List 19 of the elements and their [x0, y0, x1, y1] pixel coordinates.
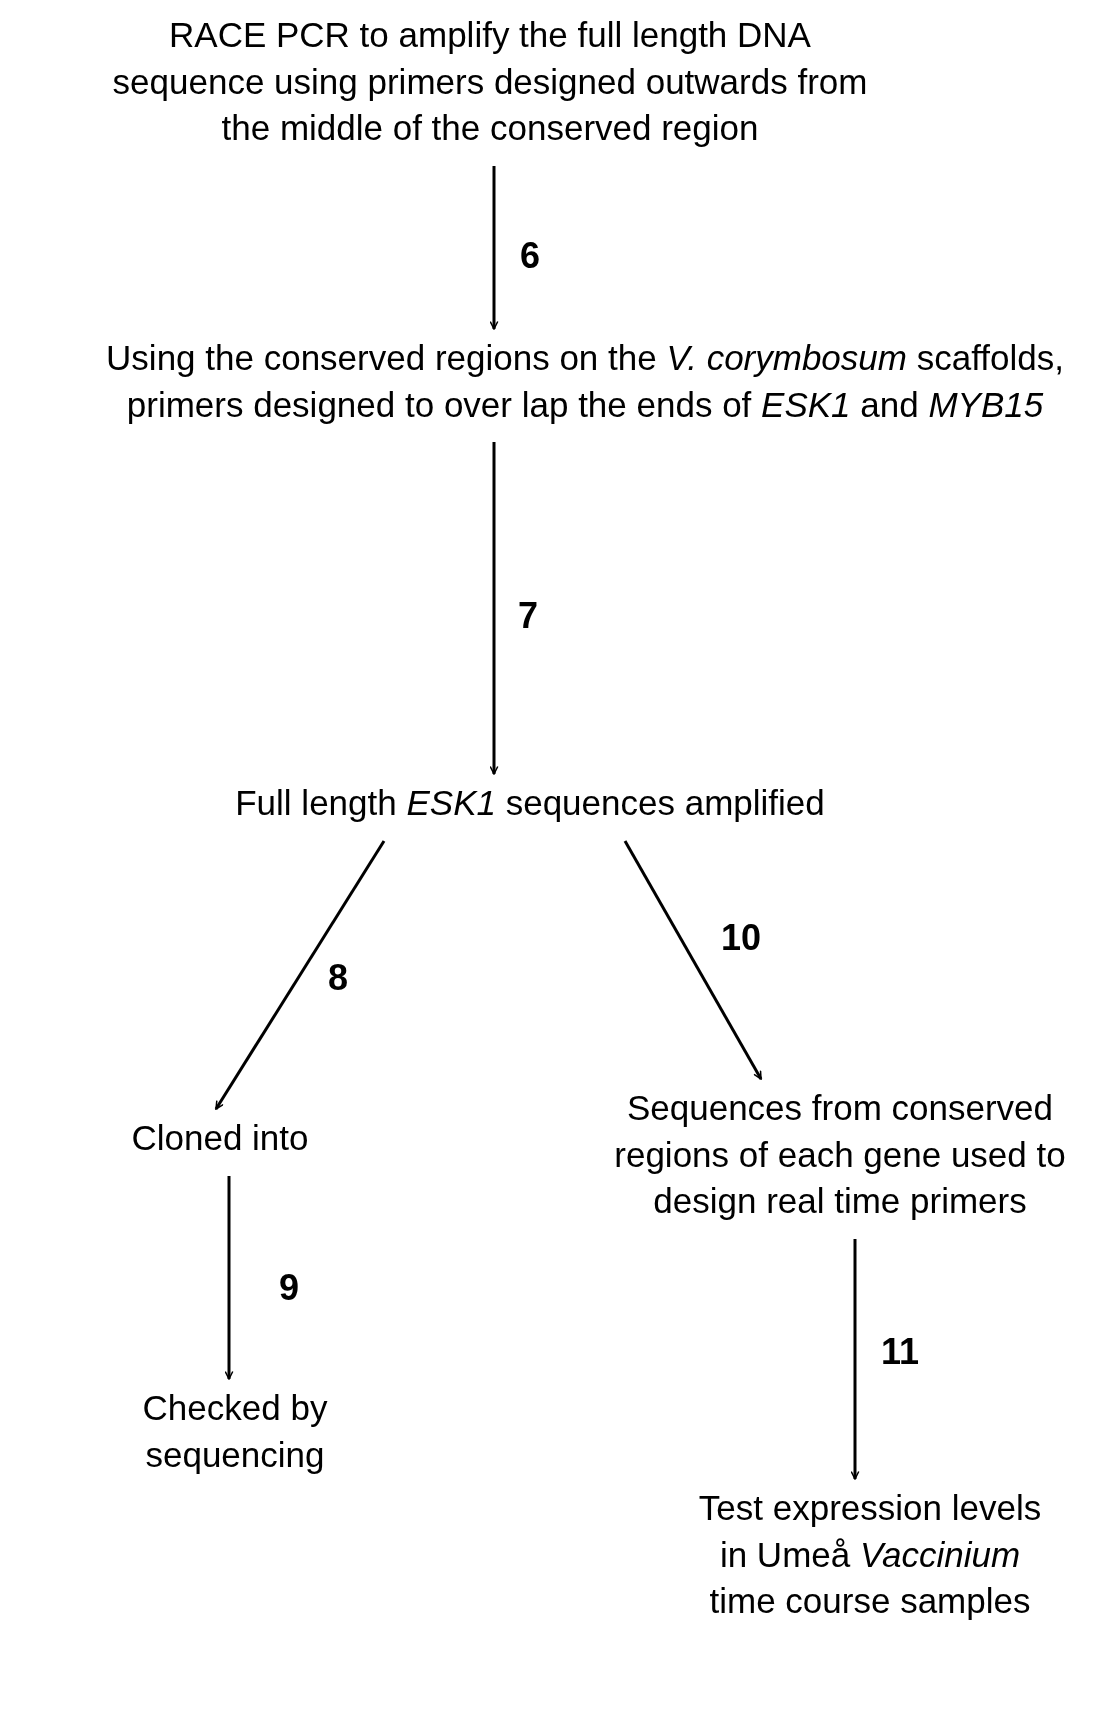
step-text: RACE PCR to amplify the full length DNA sequence using primers designed outwards from the middle of the conserved region [110, 12, 870, 152]
arrow [214, 840, 386, 1110]
arrow [224, 1176, 234, 1380]
arrow [623, 840, 763, 1080]
step-number: 7 [518, 598, 539, 634]
step-number: 8 [328, 960, 349, 996]
step-number: 11 [881, 1334, 920, 1370]
step-number: 10 [721, 920, 762, 956]
arrow [489, 166, 499, 330]
step-number: 9 [279, 1269, 300, 1306]
arrow [850, 1239, 860, 1480]
step-number: 6 [520, 237, 541, 274]
step-text: Checked by sequencing [95, 1385, 375, 1479]
step-text: Using the conserved regions on the V. corymbosum scaffolds, primers designed to over lap the ends of ESK1 and MYB15 [80, 335, 1090, 429]
step-text: Sequences from conserved regions of each gene used to design real time primers [580, 1085, 1100, 1225]
step-text: Cloned into [5, 1115, 435, 1162]
arrow [489, 442, 499, 775]
step-text: Test expression levels in Umeå Vaccinium time course samples [690, 1485, 1050, 1625]
step-text: Full length ESK1 sequences amplified [130, 780, 930, 827]
